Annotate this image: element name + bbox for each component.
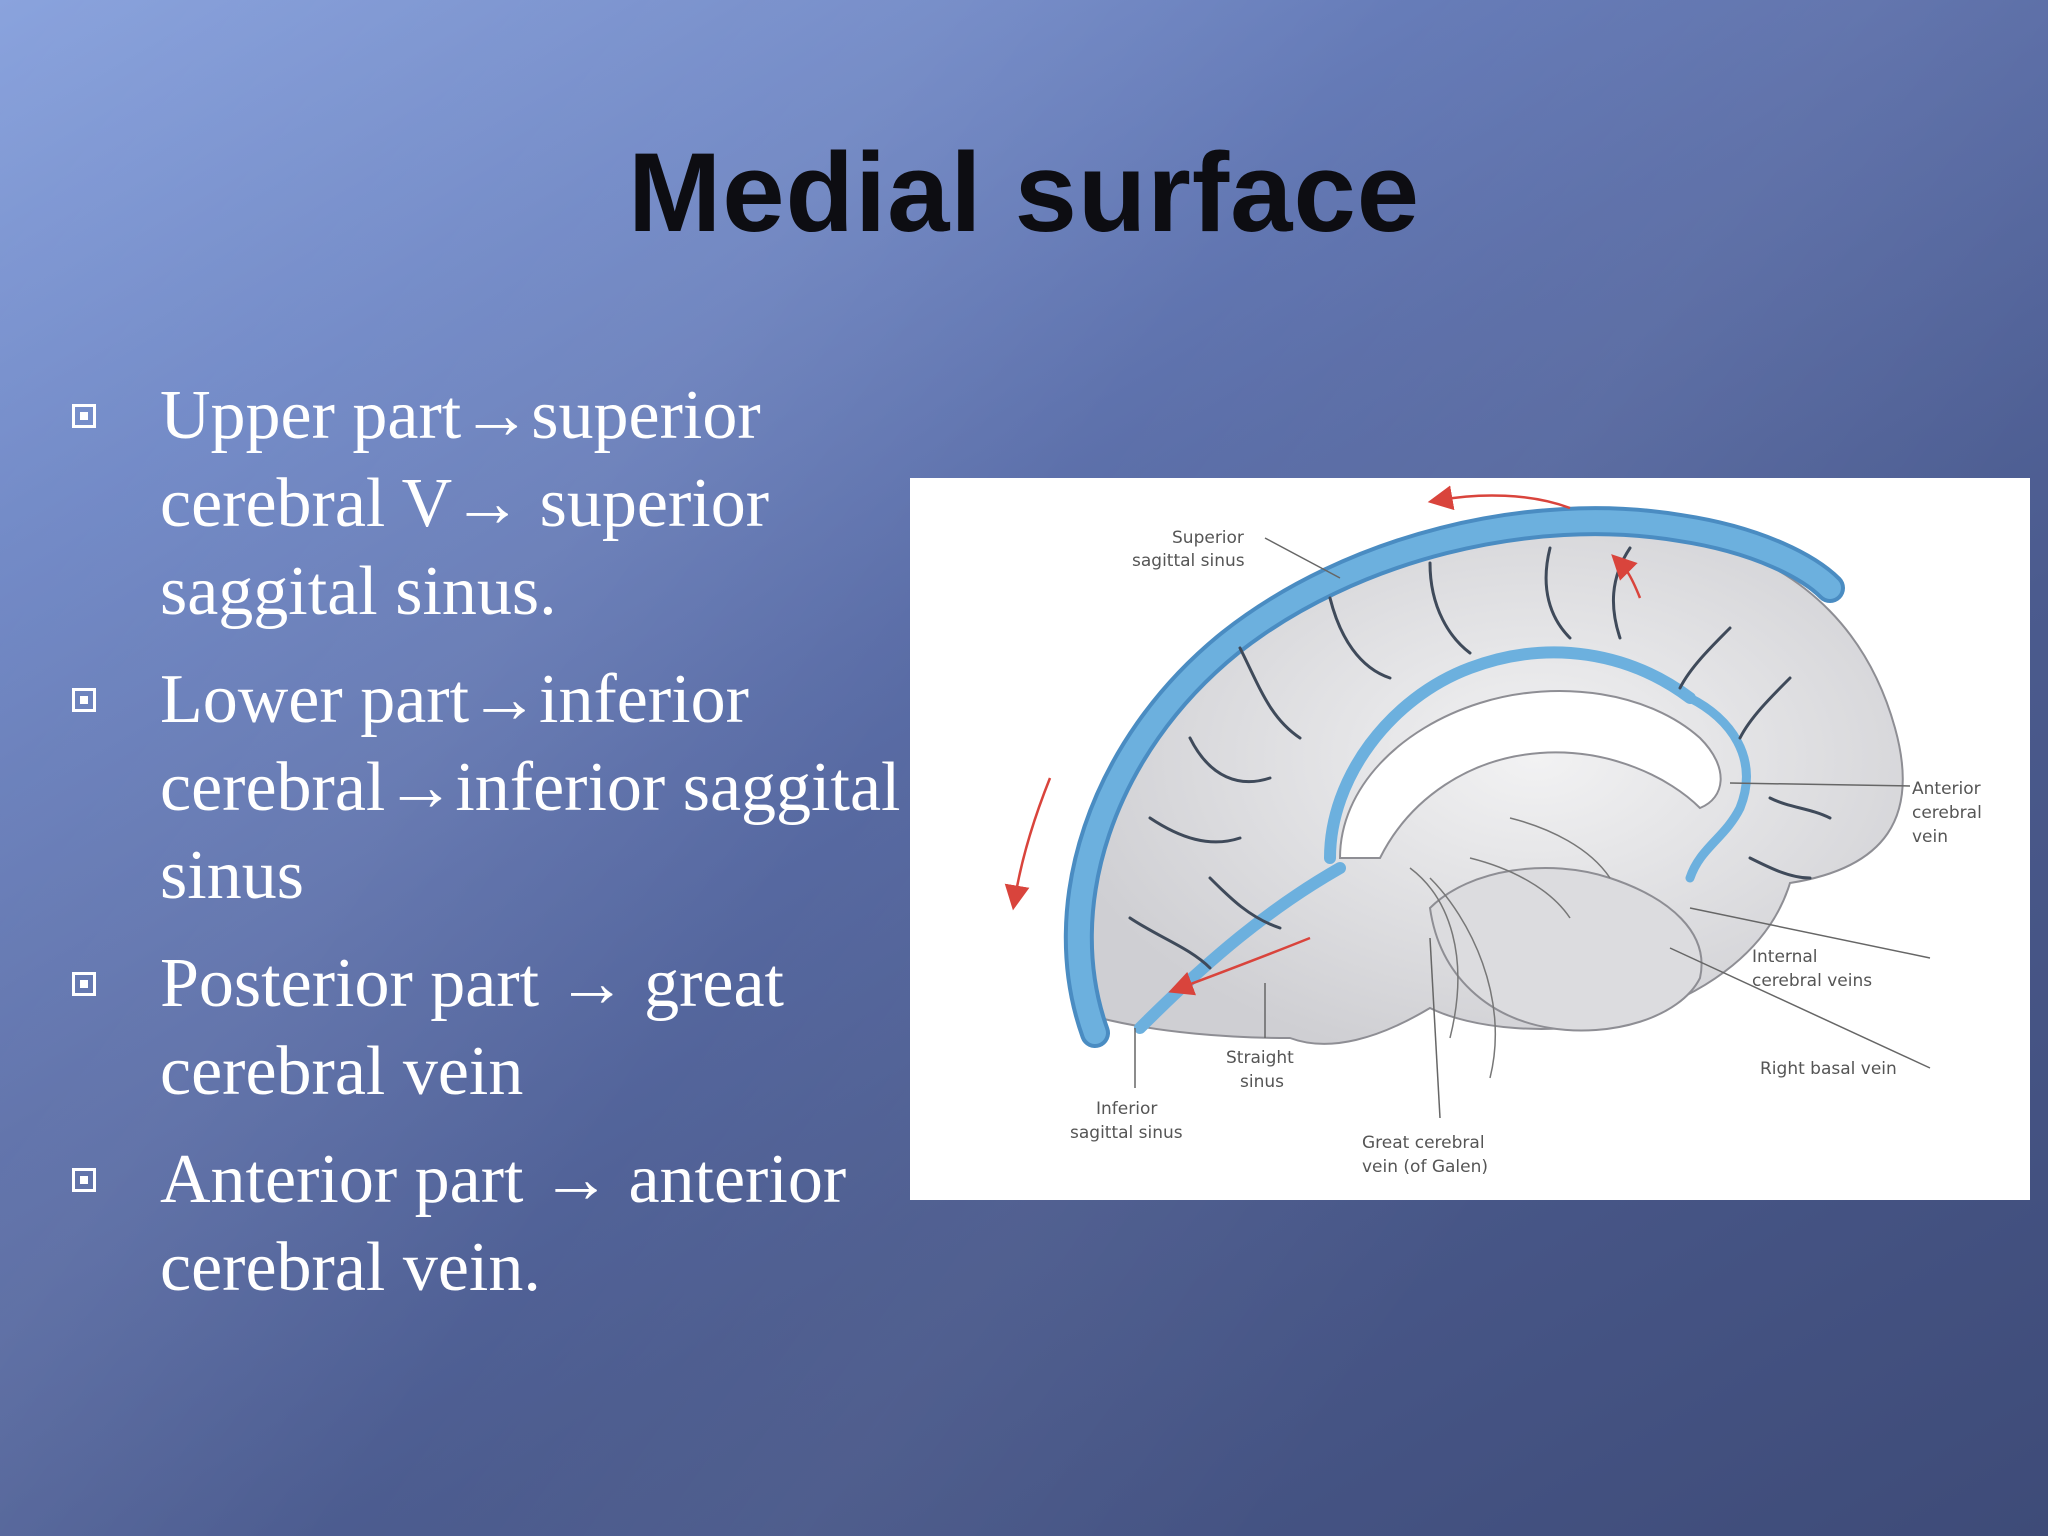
- square-bullet-icon: [72, 688, 96, 712]
- label-great-cerebral-vein-line2: vein (of Galen): [1362, 1157, 1488, 1177]
- label-internal-cerebral-veins-line1: Internal: [1752, 947, 1818, 967]
- brain-veins-diagram: Superior sagittal sinus Anterior cerebra…: [910, 478, 2030, 1200]
- corpus-callosum-shape: [1338, 689, 1722, 859]
- superior-cerebral-veins: [1128, 546, 1832, 970]
- label-anterior-cerebral-vein-line3: vein: [1912, 827, 1948, 847]
- anterior-cerebral-vein-vessel: [1685, 693, 1751, 883]
- square-bullet-icon: [72, 972, 96, 996]
- brain-veins-svg: Superior sagittal sinus Anterior cerebra…: [1004, 485, 1982, 1177]
- bullet-item-posterior-part: Posterior part → great cerebral vein: [60, 940, 910, 1116]
- inferior-sagittal-sinus-vessel: [1324, 646, 1696, 864]
- label-internal-cerebral-veins-line2: cerebral veins: [1752, 971, 1872, 991]
- superior-sagittal-sinus-lumen: [1067, 510, 1841, 1044]
- bullet-text: Upper part→superior cerebral V→ superior…: [160, 377, 770, 630]
- bullet-item-lower-part: Lower part→inferior cerebral→inferior sa…: [60, 656, 910, 920]
- straight-sinus-vessel: [1134, 862, 1346, 1034]
- label-leader-lines: [1134, 537, 1931, 1119]
- label-right-basal-vein: Right basal vein: [1760, 1059, 1897, 1079]
- label-anterior-cerebral-vein-line1: Anterior: [1912, 779, 1981, 799]
- blood-flow-arrows: [1004, 485, 1642, 996]
- internal-structure-lines: [1409, 817, 1611, 1079]
- label-inferior-sagittal-sinus-line1: Inferior: [1096, 1099, 1157, 1119]
- label-great-cerebral-vein-line1: Great cerebral: [1362, 1133, 1485, 1153]
- bullet-text: Anterior part → anterior cerebral vein.: [160, 1141, 847, 1306]
- label-straight-sinus-line1: Straight: [1226, 1048, 1294, 1068]
- cerebellum-shape: [1428, 867, 1703, 1032]
- label-superior-sagittal-sinus-line1: Superior: [1172, 528, 1244, 548]
- square-bullet-icon: [72, 404, 96, 428]
- square-bullet-icon: [72, 1168, 96, 1192]
- bullet-item-anterior-part: Anterior part → anterior cerebral vein.: [60, 1136, 910, 1312]
- bullet-text: Lower part→inferior cerebral→inferior sa…: [160, 661, 901, 914]
- bullet-list: Upper part→superior cerebral V→ superior…: [60, 372, 910, 1332]
- label-anterior-cerebral-vein-line2: cerebral: [1912, 803, 1982, 823]
- bullet-text: Posterior part → great cerebral vein: [160, 945, 784, 1110]
- label-superior-sagittal-sinus-line2: sagittal sinus: [1132, 551, 1245, 571]
- label-inferior-sagittal-sinus-line2: sagittal sinus: [1070, 1123, 1183, 1143]
- bullet-item-upper-part: Upper part→superior cerebral V→ superior…: [60, 372, 910, 636]
- slide-title: Medial surface: [627, 130, 1421, 255]
- label-straight-sinus-line2: sinus: [1240, 1072, 1284, 1092]
